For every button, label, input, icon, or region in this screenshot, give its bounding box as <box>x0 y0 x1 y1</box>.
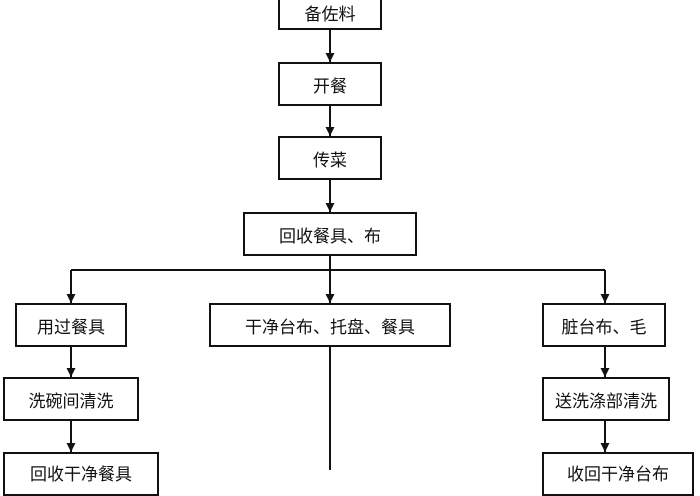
node-dirty-linen: 脏台布、毛 <box>542 303 666 347</box>
node-start-service: 开餐 <box>278 62 382 106</box>
node-label: 洗碗间清洗 <box>28 391 114 412</box>
node-label: 收回干净台布 <box>567 465 669 485</box>
flowchart-connectors <box>66 30 610 470</box>
node-dishwashing-room: 洗碗间清洗 <box>3 377 139 421</box>
node-label: 送洗涤部清洗 <box>555 391 657 412</box>
node-label: 传菜 <box>313 150 347 171</box>
node-prepare-condiments: 备佐料 <box>278 0 382 30</box>
node-return-clean-tableware: 回收干净餐具 <box>3 452 159 496</box>
node-send-to-laundry: 送洗涤部清洗 <box>542 377 670 421</box>
node-label: 干净台布、托盘、餐具 <box>245 317 415 338</box>
node-label: 备佐料 <box>304 4 356 25</box>
node-serve-dishes: 传菜 <box>278 136 382 180</box>
node-return-clean-linen: 收回干净台布 <box>542 452 694 496</box>
node-used-tableware: 用过餐具 <box>15 303 127 347</box>
node-label: 回收干净餐具 <box>30 465 132 485</box>
node-label: 脏台布、毛 <box>561 317 647 338</box>
node-clean-supplies: 干净台布、托盘、餐具 <box>209 303 451 347</box>
node-collect-tableware: 回收餐具、布 <box>243 212 417 256</box>
node-label: 回收餐具、布 <box>279 226 381 247</box>
node-label: 开餐 <box>313 76 347 97</box>
node-label: 用过餐具 <box>37 317 105 338</box>
